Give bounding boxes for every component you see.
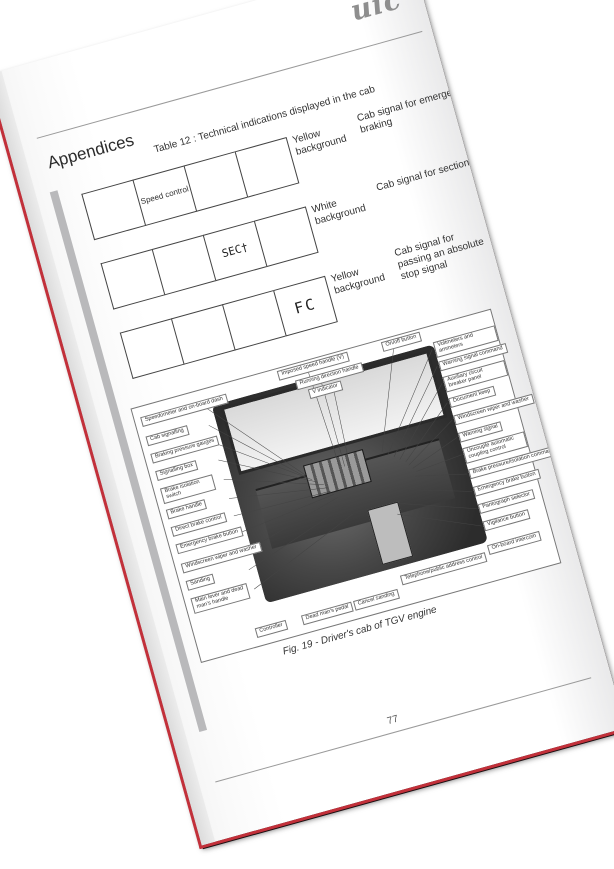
signal-cell: FC (273, 276, 338, 337)
page-number: 77 (386, 714, 400, 728)
background-label: Yellow background (330, 256, 404, 297)
background-label: White background (311, 186, 385, 227)
uic-logo: uic (347, 0, 405, 28)
signal-cell (254, 206, 319, 267)
cab-figure: Speedometer and on-board dash Cab signal… (130, 309, 561, 663)
signal-cell (235, 137, 300, 198)
section-title: Appendices (45, 130, 136, 173)
signal-description: Cab signal for passing an absolute stop … (393, 223, 494, 283)
background-label: Yellow background (291, 117, 365, 158)
